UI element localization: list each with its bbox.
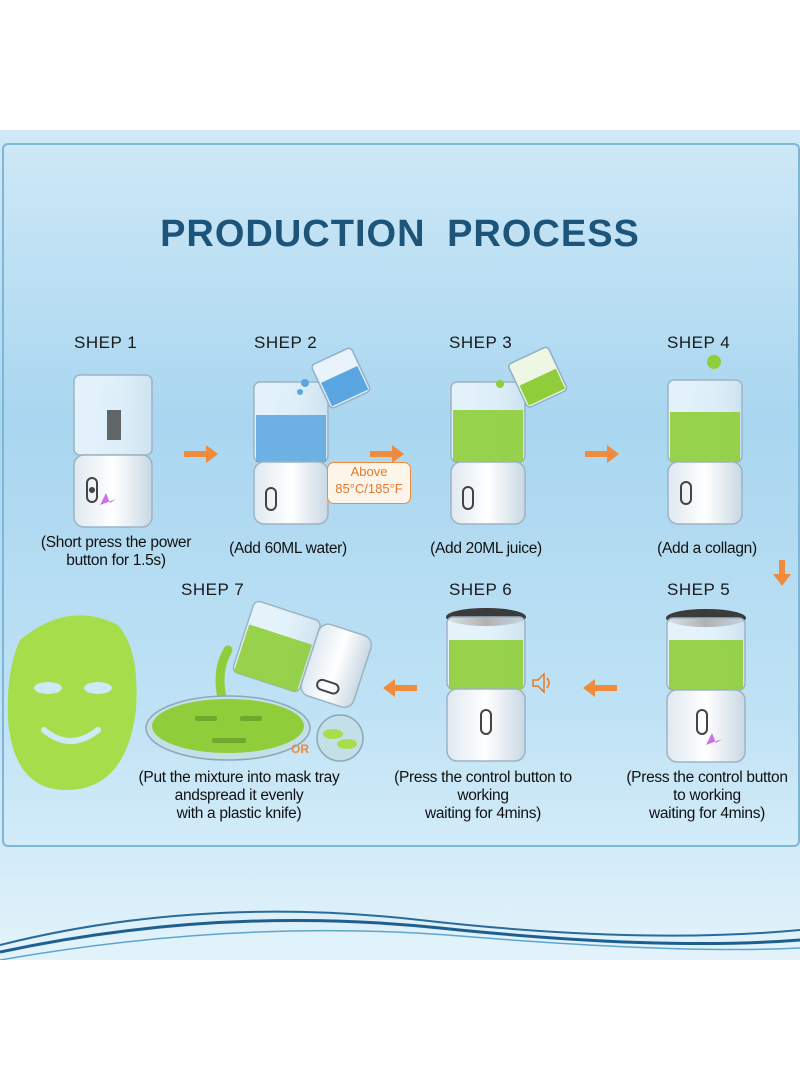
temperature-note-line-1: Above	[350, 464, 388, 479]
step-4-caption: (Add a collagn)	[645, 540, 769, 558]
step-7-label: SHEP 7	[181, 580, 245, 599]
step-6-caption-line-2: working	[457, 787, 509, 804]
background-panel	[0, 130, 800, 960]
step-2-label: SHEP 2	[254, 333, 318, 352]
step-6-caption: (Press the control button to working wai…	[380, 769, 586, 823]
device-step-6	[446, 608, 550, 762]
step-7-caption: (Put the mixture into mask tray andsprea…	[126, 769, 352, 823]
device-step-7	[232, 600, 373, 709]
step-5-caption-line-1: (Press the control button	[626, 769, 788, 786]
step-1-label: SHEP 1	[74, 333, 138, 352]
step-1-caption: (Short press the power button for 1.5s)	[28, 534, 204, 570]
measuring-cup-juice	[508, 346, 568, 408]
device-step-1	[73, 374, 153, 528]
step-5-label: SHEP 5	[667, 580, 731, 599]
page-title: PRODUCTION PROCESS	[160, 213, 640, 255]
temperature-note: Above 85°C/185°F	[327, 462, 411, 504]
step-6-caption-line-1: (Press the control button to	[394, 769, 572, 786]
arrow-4-to-5	[773, 560, 791, 586]
or-label: OR	[291, 742, 309, 756]
device-step-2	[253, 347, 371, 525]
device-step-4	[667, 355, 743, 525]
step-5-caption-line-2: to working	[673, 787, 741, 804]
speaker-icon	[532, 672, 550, 694]
step-5-caption-line-3: waiting for 4mins)	[648, 805, 766, 822]
step-2-caption: (Add 60ML water)	[218, 540, 358, 558]
device-step-3	[450, 346, 568, 525]
step-3-caption-line-1: (Add 20ML juice)	[430, 540, 542, 557]
arrow-6-to-7	[383, 679, 417, 697]
step-1-caption-line-2: button for 1.5s)	[66, 552, 166, 569]
step-7-caption-line-3: with a plastic knife)	[176, 805, 302, 822]
step-3-caption: (Add 20ML juice)	[420, 540, 552, 558]
step-1-caption-line-1: (Short press the power	[40, 534, 192, 551]
temperature-note-line-2: 85°C/185°F	[335, 481, 403, 496]
step-2-caption-line-1: (Add 60ML water)	[229, 540, 347, 557]
arrow-2-to-3	[370, 445, 404, 463]
eye-patch-tray	[316, 714, 364, 762]
step-7-caption-line-1: (Put the mixture into mask tray	[138, 769, 340, 786]
green-face-mask	[7, 615, 137, 790]
step-5-caption: (Press the control button to working wai…	[618, 769, 796, 823]
step-6-label: SHEP 6	[449, 580, 513, 599]
measuring-cup-water	[311, 347, 371, 409]
step-3-label: SHEP 3	[449, 333, 513, 352]
step-4-label: SHEP 4	[667, 333, 731, 352]
step-7-caption-line-2: andspread it evenly	[174, 787, 304, 804]
mask-tray	[145, 695, 311, 761]
arrow-5-to-6	[583, 679, 617, 697]
wave-decoration	[0, 910, 800, 1091]
arrow-3-to-4	[585, 445, 619, 463]
arrow-1-to-2	[184, 445, 218, 463]
step-4-caption-line-1: (Add a collagn)	[657, 540, 757, 557]
diagram-frame	[2, 143, 800, 847]
device-step-5	[666, 609, 746, 763]
step-6-caption-line-3: waiting for 4mins)	[424, 805, 542, 822]
